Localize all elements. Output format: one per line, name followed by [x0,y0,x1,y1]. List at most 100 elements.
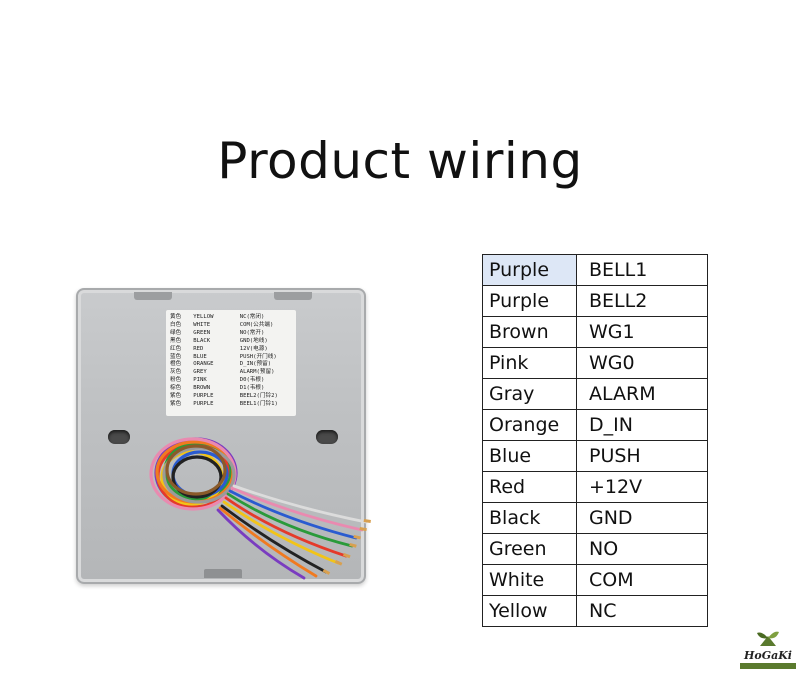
wire-function-cell: BELL1 [576,254,708,286]
sticker-function: ALARM(预留) [239,369,275,376]
wire-color-cell: Yellow [482,595,577,627]
sticker-row: 粉色 PINK D0(韦根) [170,377,292,385]
top-notch [274,292,312,300]
sticker-function: D1(韦根) [239,385,265,392]
sticker-en-color: PURPLE [193,400,214,407]
sticker-cn-color: 棕色 [170,385,182,392]
wire-color-cell: Black [482,502,577,534]
sticker-en-color: ORANGE [193,361,214,368]
lead-pink [230,486,364,532]
sticker-cn-color: 蓝色 [170,353,182,360]
wire-color-cell: Pink [482,347,577,379]
sticker-row: 白色 WHITE COM(公共端) [170,322,292,330]
top-notch [134,292,172,300]
lead-orange [218,506,318,578]
wire-loop-brown [165,444,227,496]
lead-green [226,492,354,548]
sticker-function: NO(常开) [239,329,265,336]
wire-bundle [149,437,371,580]
lead-black [220,504,328,574]
sticker-cn-color: 白色 [170,321,182,328]
wire-function-cell: NO [576,533,708,565]
lead-red [224,496,348,558]
wire-function-cell: WG0 [576,347,708,379]
sticker-cn-color: 黑色 [170,337,182,344]
sticker-function: D_IN(预留) [239,361,272,368]
wire-function-cell: PUSH [576,440,708,472]
lead-yellow [222,500,340,565]
sticker-en-color: PURPLE [193,393,214,400]
sticker-function: NC(常闭) [239,314,265,320]
wire-color-cell: Green [482,533,577,565]
sticker-cn-color: 绿色 [170,329,182,336]
sticker-en-color: BLUE [193,353,207,360]
wire-function-cell: WG1 [576,316,708,348]
sticker-en-color: WHITE [193,321,211,328]
wire-function-cell: D_IN [576,409,708,441]
wire-function-cell: GND [576,502,708,534]
sticker-en-color: BROWN [193,385,211,392]
sticker-function: COM(公共端) [239,321,274,328]
sticker-en-color: PINK [193,377,207,384]
wire-color-cell: Orange [482,409,577,441]
brand-logo: HoGaKi [738,630,798,672]
sticker-cn-color: 粉色 [170,377,182,384]
wire-color-cell: Gray [482,378,577,410]
lead-purple [216,508,306,580]
sticker-cn-color: 紫色 [170,393,182,400]
sticker-row: 蓝色 BLUE PUSH(开门线) [170,354,292,362]
sticker-row: 紫色 PURPLE BEEL2(门铃2) [170,393,292,401]
lead-blue [228,489,358,540]
leaf-house-icon [757,631,779,646]
wire-color-cell: Red [482,471,577,503]
wire-loop-grey [162,446,236,504]
wire-color-cell: White [482,564,577,596]
sticker-row: 紫色 PURPLE BEEL1(门铃1) [170,401,292,409]
sticker-en-color: GREY [193,369,207,376]
logo-brand-text: HoGaKi [744,649,792,662]
wire-function-cell: +12V [576,471,708,503]
page-title: Product wiring [217,132,583,190]
sticker-row: 棕色 BROWN D1(韦根) [170,385,292,393]
wire-color-cell: Brown [482,316,577,348]
wire-color-cell: Purple [482,285,577,317]
table-row: Red+12V [482,471,708,503]
sticker-function: D0(韦根) [239,377,265,384]
sticker-en-color: YELLOW [193,314,214,320]
mounting-hole [316,430,338,444]
bottom-clip [204,569,242,578]
sticker-function: BEEL2(门铃2) [239,393,278,400]
wire-color-cell: Blue [482,440,577,472]
wire-function-cell: ALARM [576,378,708,410]
wire-function-cell: COM [576,564,708,596]
sticker-function: BEEL1(门铃1) [239,400,278,407]
wire-function-cell: NC [576,595,708,627]
lead-white [232,484,368,524]
wire-color-cell: Purple [482,254,577,286]
sticker-function: 12V(电源) [239,345,268,352]
logo-tagline-bar [740,663,796,669]
sticker-function: PUSH(开门线) [239,353,277,360]
sticker-en-color: BLACK [193,337,211,344]
sticker-cn-color: 紫色 [170,400,182,407]
wire-loop-black [171,455,223,499]
